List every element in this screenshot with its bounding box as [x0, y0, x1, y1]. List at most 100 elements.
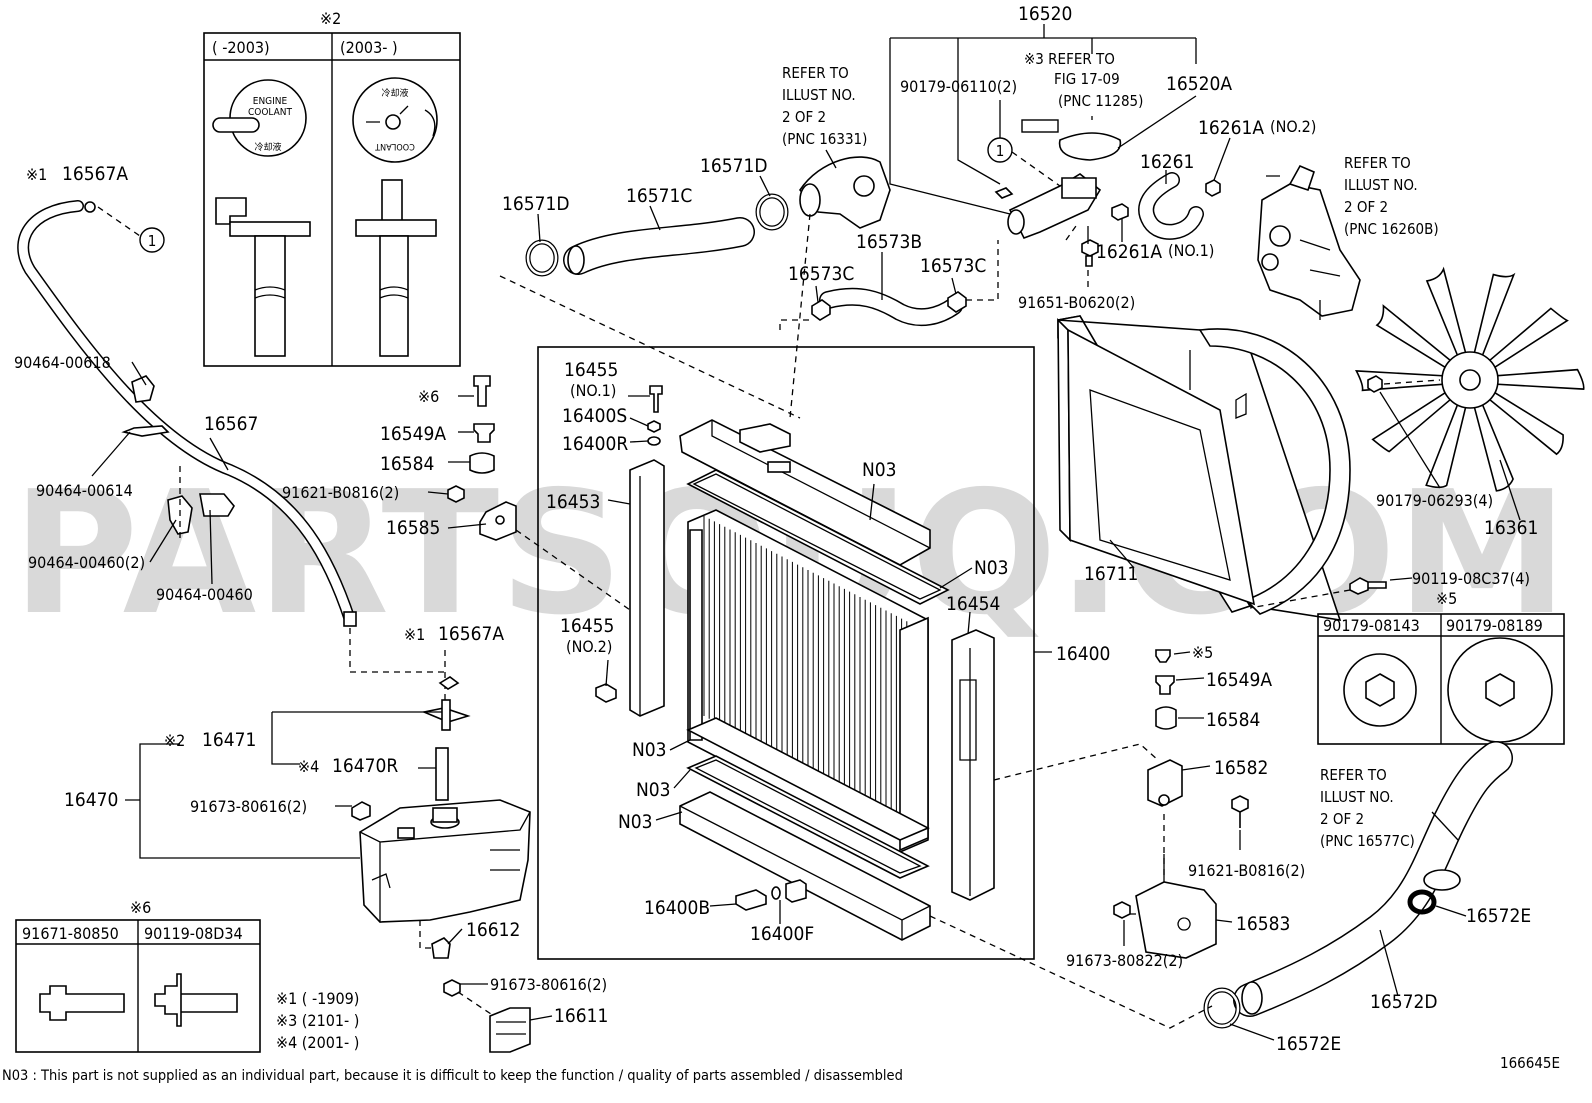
- bolt-91671-80850: [39, 985, 125, 1021]
- radiator-inlet-neck: [739, 423, 791, 453]
- water-inlet-16331: [799, 156, 891, 229]
- water-pump-16260b: [1257, 164, 1361, 317]
- bracket-16582: [1147, 759, 1183, 807]
- cap-table-col1: ( -2003): [212, 38, 270, 57]
- label-16584-left: 16584: [380, 453, 434, 475]
- clamp-90464-00460: [199, 493, 235, 517]
- label-16611: 16611: [554, 1005, 608, 1027]
- cap-old-text-3: 冷却液: [254, 141, 281, 153]
- refer-16331-line4: (PNC 16331): [782, 130, 867, 148]
- label-16261a-no1: 16261A: [1096, 241, 1162, 263]
- clamp-16261a-no1: [1111, 203, 1129, 221]
- clamp-16261a-no2: [1205, 179, 1221, 197]
- label-16572e-bottom: 16572E: [1276, 1033, 1341, 1055]
- bolt-91673-80822: [1113, 901, 1131, 919]
- label-90179-06293: 90179-06293(4): [1376, 491, 1493, 510]
- label-16471: 16471: [202, 729, 256, 751]
- refer-16577c-line2: ILLUST NO.: [1320, 788, 1394, 806]
- clamp-16572e-top: [1407, 889, 1437, 915]
- label-91651-b0620: 91651-B0620(2): [1018, 293, 1135, 312]
- label-16455-no2: 16455: [560, 615, 614, 637]
- gasket-note-box: [1021, 119, 1059, 133]
- radiator-support-16453: [629, 459, 665, 717]
- bolt-table-col1: 91671-80850: [22, 924, 119, 943]
- label-16571d-right: 16571D: [700, 155, 768, 177]
- label-16520a: 16520A: [1166, 73, 1232, 95]
- label-mark-16471: ※2: [164, 731, 185, 750]
- refer-notes: REFER TO ILLUST NO. 2 OF 2 (PNC 16331) R…: [782, 50, 1439, 850]
- fan-blade: [1487, 390, 1564, 456]
- fan-blade: [1375, 304, 1453, 370]
- bolt-91621-b0816-left: [447, 485, 465, 503]
- label-16261a-no2-sub: (NO.2): [1270, 117, 1316, 136]
- label-16455-no1-sub: (NO.1): [570, 381, 616, 400]
- overflow-hose-assembly: 1: [17, 200, 553, 1053]
- label-16585: 16585: [386, 517, 440, 539]
- clamp-16573c-left: [811, 299, 831, 321]
- label-16582: 16582: [1214, 757, 1268, 779]
- cap-table-mark: ※2: [320, 9, 341, 28]
- refer-16260b-line3: 2 OF 2: [1344, 198, 1388, 216]
- lower-hose-assembly: [1203, 741, 1513, 1041]
- label-91673-80616-upper: 91673-80616(2): [190, 797, 307, 816]
- fan-blade: [1487, 307, 1569, 370]
- fan-blade: [1425, 266, 1467, 358]
- label-16572d: 16572D: [1370, 991, 1438, 1013]
- label-91673-80822: 91673-80822(2): [1066, 951, 1183, 970]
- screw-16400s: [647, 420, 661, 433]
- refer-1709-line3: (PNC 11285): [1058, 92, 1143, 110]
- bracket-16583: [1135, 881, 1217, 959]
- label-90119-08c37: 90119-08C37(4): [1412, 569, 1530, 588]
- label-16567: 16567: [204, 413, 258, 435]
- refer-16577c-line1: REFER TO: [1320, 766, 1387, 784]
- label-16455-no1: 16455: [564, 359, 618, 381]
- label-16454: 16454: [946, 593, 1000, 615]
- radiator-support-16454: [951, 629, 995, 901]
- cushion-16549a-left: [473, 423, 495, 443]
- refer-16577c-line4: (PNC 16577C): [1320, 832, 1415, 850]
- label-91673-80616-lower: 91673-80616(2): [490, 975, 607, 994]
- label-n03-top: N03: [862, 459, 897, 481]
- nut-90179-06293: [1367, 375, 1383, 393]
- label-90464-00618: 90464-00618: [14, 353, 111, 372]
- bolt-6: [473, 375, 491, 407]
- label-16571d-left: 16571D: [502, 193, 570, 215]
- fan-blade: [1473, 272, 1516, 358]
- right-mount-parts: [929, 649, 1249, 1029]
- bracket-16612: [431, 937, 451, 959]
- radiator-seal-upper: [686, 469, 950, 605]
- label-16567a-mid: 16567A: [438, 623, 504, 645]
- refer-16260b-line1: REFER TO: [1344, 154, 1411, 172]
- radiator-assembly-box: [537, 346, 1035, 960]
- label-mark-16567a-mid: ※1: [404, 625, 425, 644]
- label-16572e-top: 16572E: [1466, 905, 1531, 927]
- date-note-3: ※3 (2101- ): [276, 1011, 359, 1030]
- clamp-16573c-right: [947, 291, 967, 313]
- label-16549a-right: 16549A: [1206, 669, 1272, 691]
- clamp-90464-00614: [121, 425, 170, 437]
- label-16583: 16583: [1236, 913, 1290, 935]
- circle-ref-1-neck: 1: [996, 142, 1005, 160]
- label-16361: 16361: [1484, 517, 1538, 539]
- cap-new-text-1: 冷却液: [381, 87, 408, 99]
- refer-16260b-line2: ILLUST NO.: [1344, 176, 1418, 194]
- diagram-id: 166645E: [1500, 1054, 1560, 1072]
- footnote-n03: N03 : This part is not supplied as an in…: [2, 1068, 903, 1084]
- label-mark-5: ※5: [1192, 643, 1213, 662]
- label-16573c-left: 16573C: [788, 263, 854, 285]
- gasket-16400r: [647, 436, 661, 446]
- o-ring-16400f: [771, 886, 781, 900]
- refer-16577c-line3: 2 OF 2: [1320, 810, 1364, 828]
- label-16711: 16711: [1084, 563, 1138, 585]
- label-16400r: 16400R: [562, 433, 628, 455]
- screw-16455-no1: [649, 385, 663, 413]
- fan-blade: [1425, 402, 1467, 489]
- label-mark-16567a-top: ※1: [26, 165, 47, 184]
- label-90464-00460-2: 90464-00460(2): [28, 553, 145, 572]
- nut-table-col1: 90179-08143: [1323, 616, 1420, 635]
- refer-16331-line1: REFER TO: [782, 64, 849, 82]
- label-16400f: 16400F: [750, 923, 814, 945]
- radiator-16400: [595, 385, 995, 941]
